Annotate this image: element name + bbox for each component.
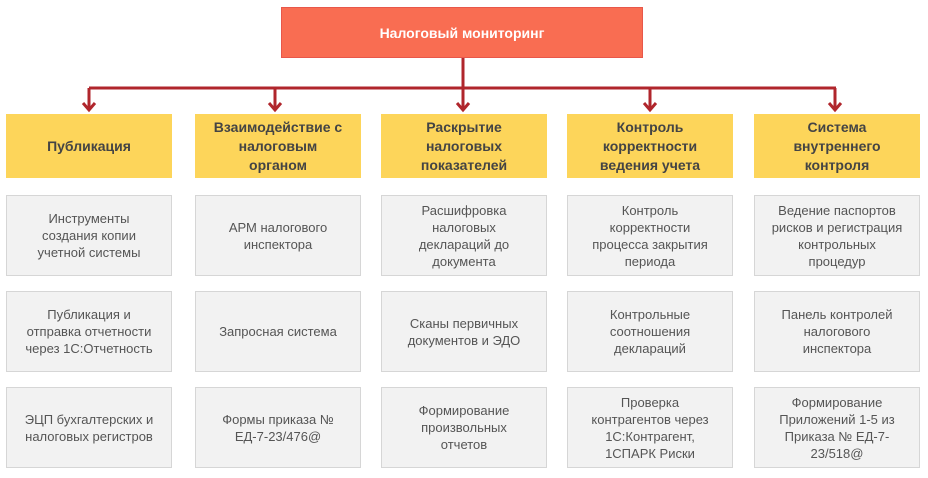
root-node-tax-monitoring: Налоговый мониторинг [281,7,643,58]
feature-box: Проверка контрагентов через 1С:Контраген… [567,387,733,468]
feature-box: Запросная система [195,291,361,372]
feature-box: Формирование Приложений 1-5 из Приказа №… [754,387,920,468]
feature-box: Формирование произвольных отчетов [381,387,547,468]
feature-box: Публикация и отправка отчетности через 1… [6,291,172,372]
arrowhead-icon [267,102,283,113]
feature-box: Расшифровка налоговых деклараций до доку… [381,195,547,276]
category-header: Публикация [6,114,172,178]
arrowhead-icon [827,102,843,113]
arrowhead-icon [81,102,97,113]
feature-box: Контроль корректности процесса закрытия … [567,195,733,276]
feature-box: Контрольные соотношения деклараций [567,291,733,372]
feature-box: Инструменты создания копии учетной систе… [6,195,172,276]
category-header: Система внутреннего контроля [754,114,920,178]
arrowhead-icon [455,102,471,113]
feature-box: Ведение паспортов рисков и регистрация к… [754,195,920,276]
category-header: Контроль корректности ведения учета [567,114,733,178]
arrowhead-icon [642,102,658,113]
category-header: Раскрытие налоговых показателей [381,114,547,178]
category-header: Взаимодействие с налоговым органом [195,114,361,178]
feature-box: АРМ налогового инспектора [195,195,361,276]
feature-box: ЭЦП бухгалтерских и налоговых регистров [6,387,172,468]
feature-box: Формы приказа № ЕД-7-23/476@ [195,387,361,468]
feature-box: Панель контролей налогового инспектора [754,291,920,372]
feature-box: Сканы первичных документов и ЭДО [381,291,547,372]
